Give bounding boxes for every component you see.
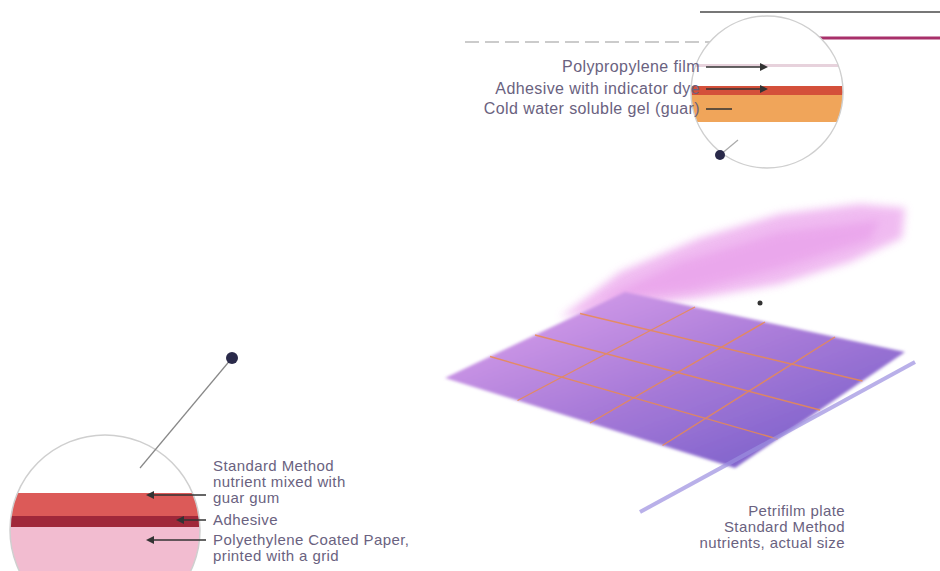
magnifier-circle	[691, 16, 843, 168]
magnifier-circle	[10, 435, 200, 571]
arrow-head	[146, 536, 154, 544]
leader-arrow	[182, 519, 206, 521]
layer-label: Adhesive	[213, 512, 363, 528]
layer-label: Cold water soluble gel (guar)	[300, 100, 700, 118]
leader-dot	[226, 352, 238, 364]
petrifilm-plate	[445, 292, 905, 468]
leader-arrow	[152, 539, 206, 541]
peeled-film	[600, 220, 880, 300]
arrow-head	[760, 63, 768, 71]
plate-grid	[490, 307, 863, 446]
leader-dot	[715, 150, 725, 160]
layer-label: Polypropylene film	[300, 58, 700, 76]
layer-label: Polyethylene Coated Paper, printed with …	[213, 532, 418, 564]
leader-arrow	[706, 108, 732, 110]
film-layer-detail	[680, 10, 860, 190]
plate-caption: Petrifilm plate Standard Method nutrient…	[685, 503, 845, 551]
rule-line	[700, 11, 940, 13]
colony-dot	[758, 301, 763, 306]
arrow-head	[760, 85, 768, 93]
leader-arrow	[706, 66, 762, 68]
grid-line	[663, 337, 836, 446]
leader-arrow	[706, 88, 762, 90]
leader-arrow	[152, 494, 206, 496]
paper-edge	[640, 362, 915, 512]
layer-label: Standard Method nutrient mixed with guar…	[213, 458, 363, 506]
leader-line	[140, 358, 232, 468]
paper-layer-detail	[0, 430, 210, 571]
arrow-head	[176, 516, 184, 524]
arrow-head	[146, 491, 154, 499]
layer-label: Adhesive with indicator dye	[300, 80, 700, 98]
grid-line	[580, 314, 863, 382]
